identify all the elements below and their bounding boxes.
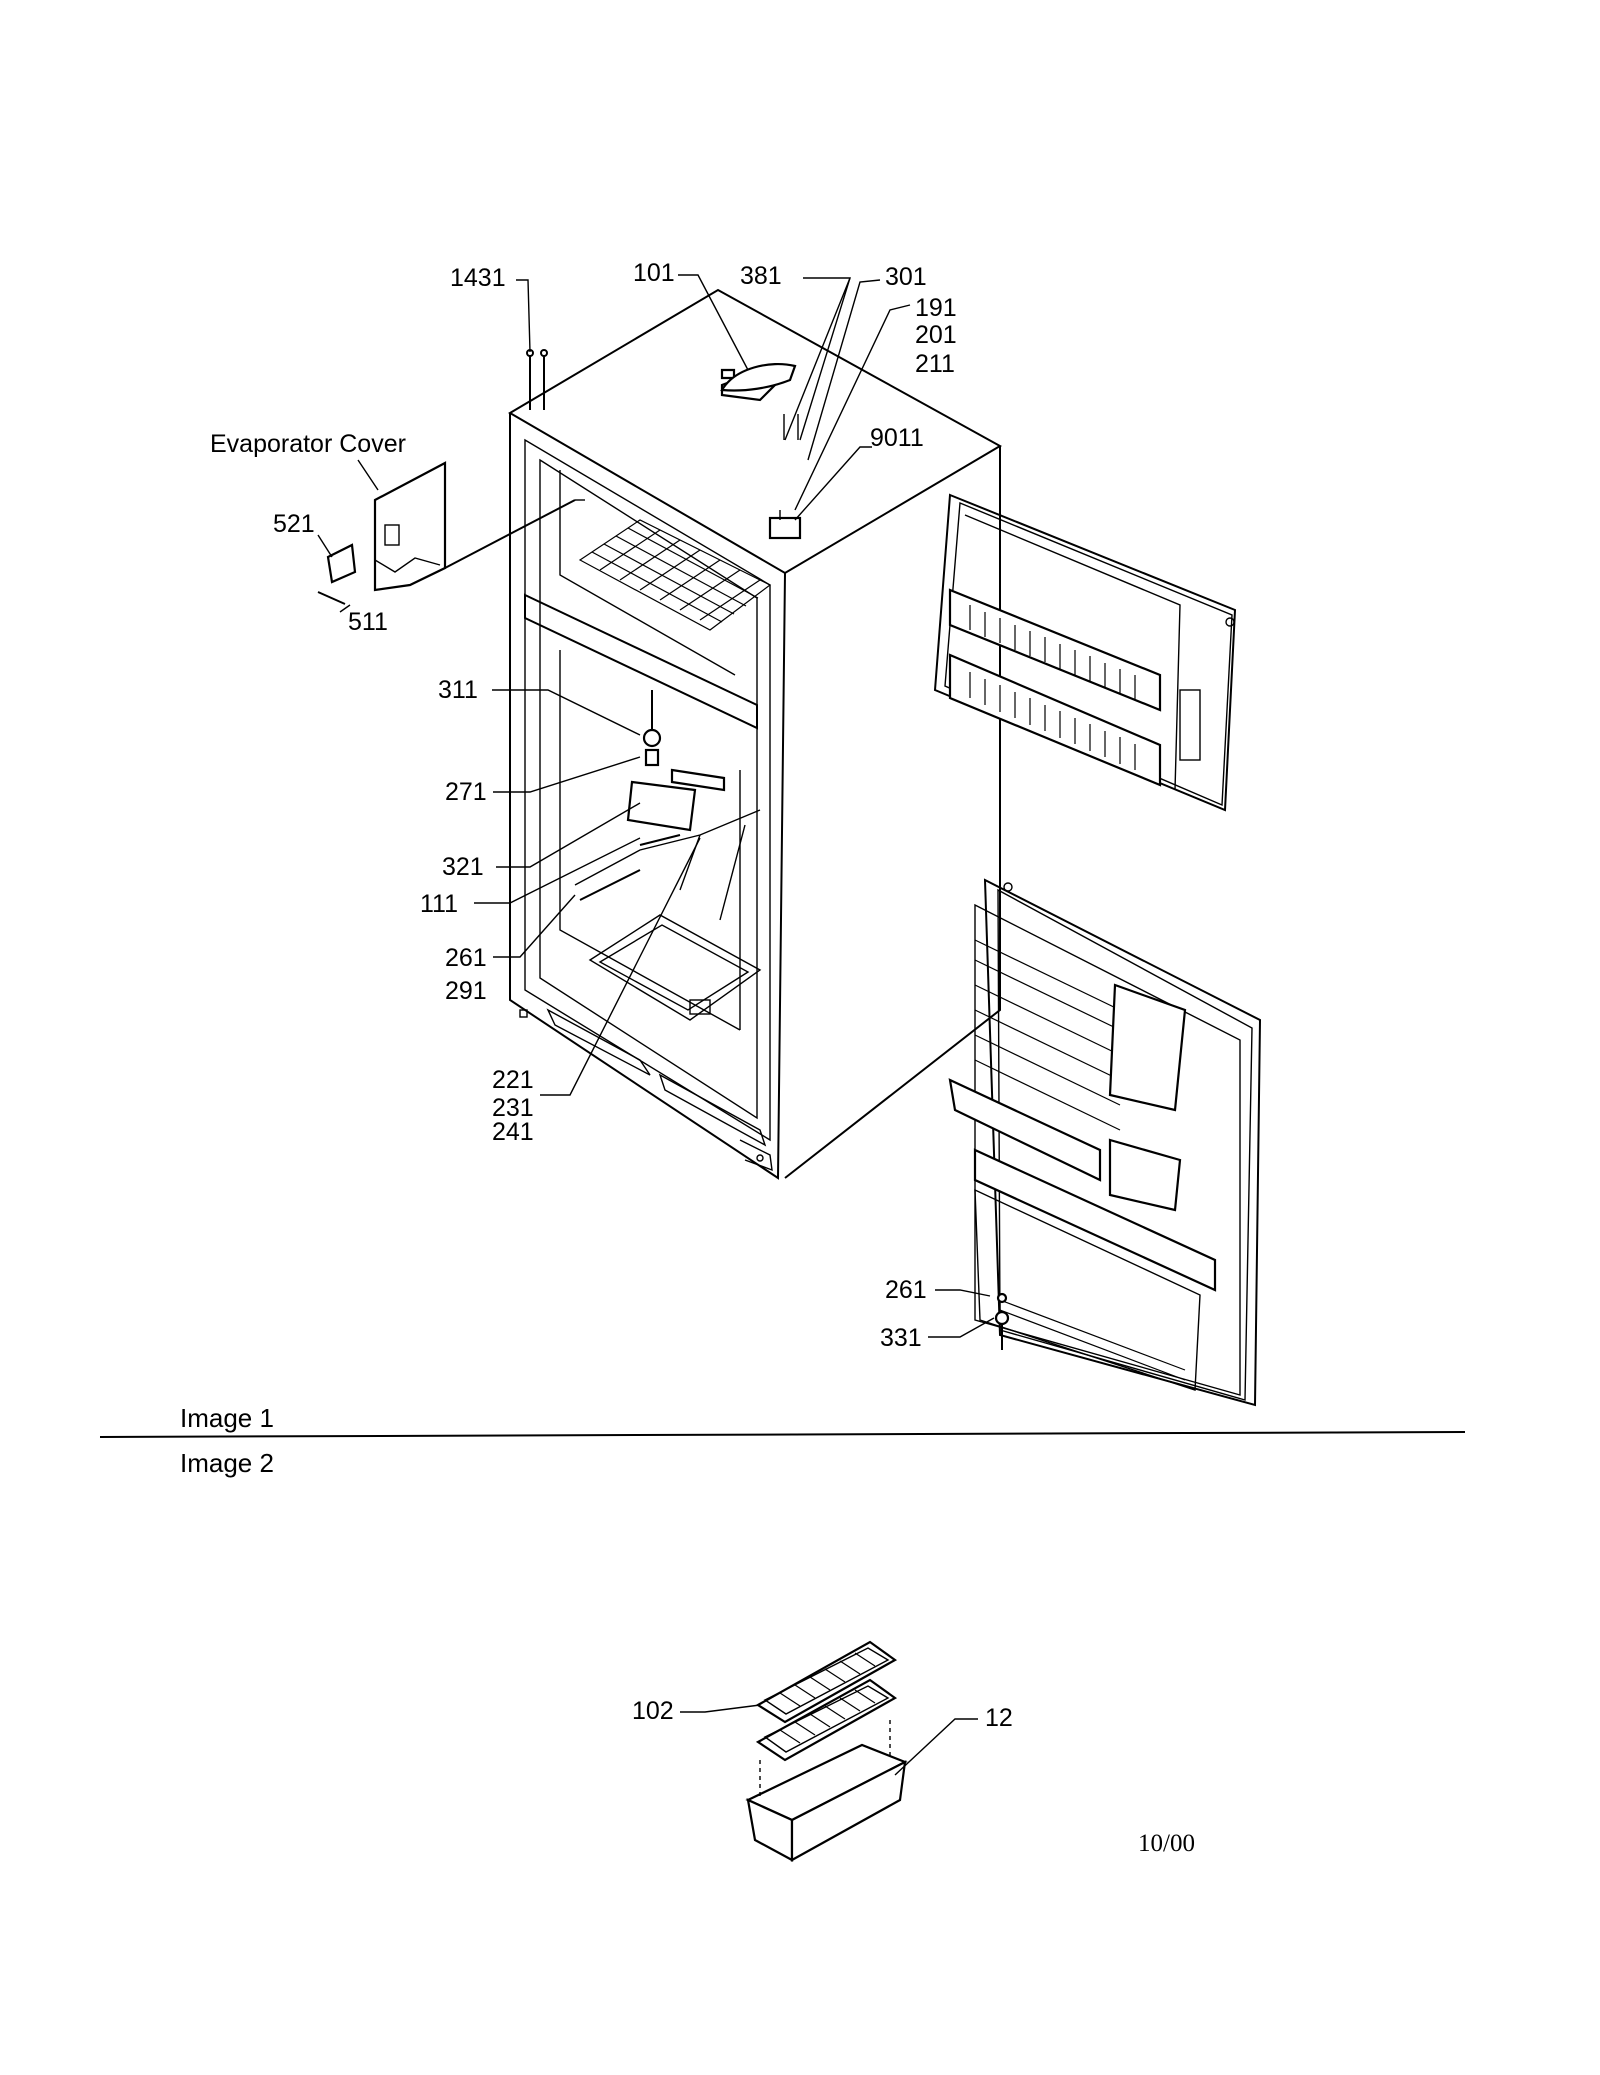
label-511: 511 — [348, 608, 388, 636]
top-screws — [526, 349, 548, 410]
label-521: 521 — [273, 510, 315, 538]
label-261-cabinet: 261 — [445, 944, 487, 972]
label-311: 311 — [438, 676, 478, 704]
label-evaporator-cover: Evaporator Cover — [210, 430, 406, 458]
label-331: 331 — [880, 1324, 922, 1352]
evaporator-cover-part-521 — [326, 543, 357, 584]
label-111: 111 — [420, 890, 458, 918]
label-201: 201 — [915, 321, 957, 349]
label-221: 221 — [492, 1066, 534, 1094]
label-1431: 1431 — [450, 264, 506, 292]
label-211: 211 — [915, 350, 955, 378]
label-271: 271 — [445, 778, 487, 806]
caption-image-2: Image 2 — [180, 1448, 274, 1478]
control-assembly — [579, 690, 726, 901]
fresh-food-door — [948, 878, 1262, 1407]
label-231: 231 — [492, 1094, 534, 1122]
label-301: 301 — [885, 263, 927, 291]
label-12: 12 — [985, 1704, 1013, 1732]
label-9011: 9011 — [870, 424, 924, 452]
bottom-hinge-parts — [994, 1292, 1010, 1350]
ice-trays — [755, 1640, 898, 1762]
leader-lines — [317, 274, 995, 1338]
ice-bin — [745, 1720, 908, 1862]
freezer-door — [933, 493, 1237, 812]
evaporator-cover — [373, 461, 585, 592]
label-291: 291 — [445, 977, 487, 1005]
evaporator-cover-screw-511 — [317, 591, 346, 605]
label-191: 191 — [915, 294, 957, 322]
label-101: 101 — [633, 259, 675, 287]
label-102: 102 — [632, 1697, 674, 1725]
refrigerator-cabinet — [508, 288, 1003, 1180]
label-261-door: 261 — [885, 1276, 927, 1304]
ice-leader-lines — [680, 1704, 978, 1776]
label-321: 321 — [442, 853, 484, 881]
revision-date: 10/00 — [1138, 1830, 1195, 1857]
section-divider — [99, 1431, 1466, 1438]
hinge-cover — [720, 362, 797, 392]
label-381: 381 — [740, 262, 782, 290]
label-241: 241 — [492, 1118, 534, 1146]
caption-image-1: Image 1 — [180, 1403, 274, 1433]
